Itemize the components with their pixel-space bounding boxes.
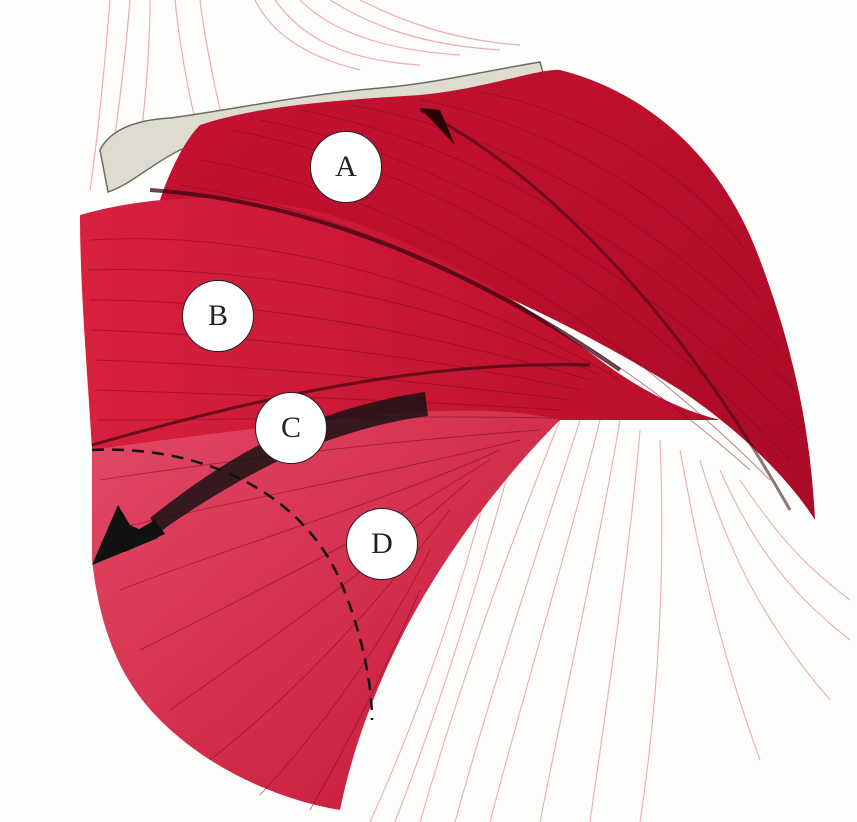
- label-d-text: D: [371, 527, 393, 561]
- label-a-marker: A: [310, 131, 382, 203]
- label-b-marker: B: [182, 280, 254, 352]
- label-d-marker: D: [346, 508, 418, 580]
- label-b-text: B: [208, 299, 228, 333]
- label-a-text: A: [335, 150, 357, 184]
- label-c-text: C: [281, 411, 301, 445]
- label-c-marker: C: [255, 392, 327, 464]
